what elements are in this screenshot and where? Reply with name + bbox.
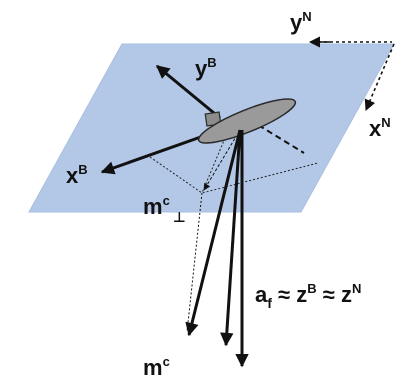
label-xN: xN (369, 115, 391, 141)
label-mc: mc (143, 354, 170, 380)
label-mc-perp: mc (143, 193, 170, 219)
mc-perp-dashed-arrow (203, 129, 241, 191)
xB-axis-arrow (100, 131, 213, 175)
label-yB: yB (195, 55, 217, 81)
yB-axis-arrow (155, 64, 221, 120)
zB-arrow (220, 129, 242, 347)
label-mc-perp-sub: ⊥ (173, 209, 186, 225)
mc-arrow (185, 129, 242, 337)
aircraft-ellipse-icon (197, 98, 297, 144)
label-xB: xB (66, 162, 88, 188)
label-af-zB-zN: af ≈ zB ≈ zN (255, 281, 361, 311)
label-yN: yN (290, 9, 312, 35)
mc-dotted-line (186, 192, 203, 333)
projection-dotted-box (149, 156, 319, 194)
